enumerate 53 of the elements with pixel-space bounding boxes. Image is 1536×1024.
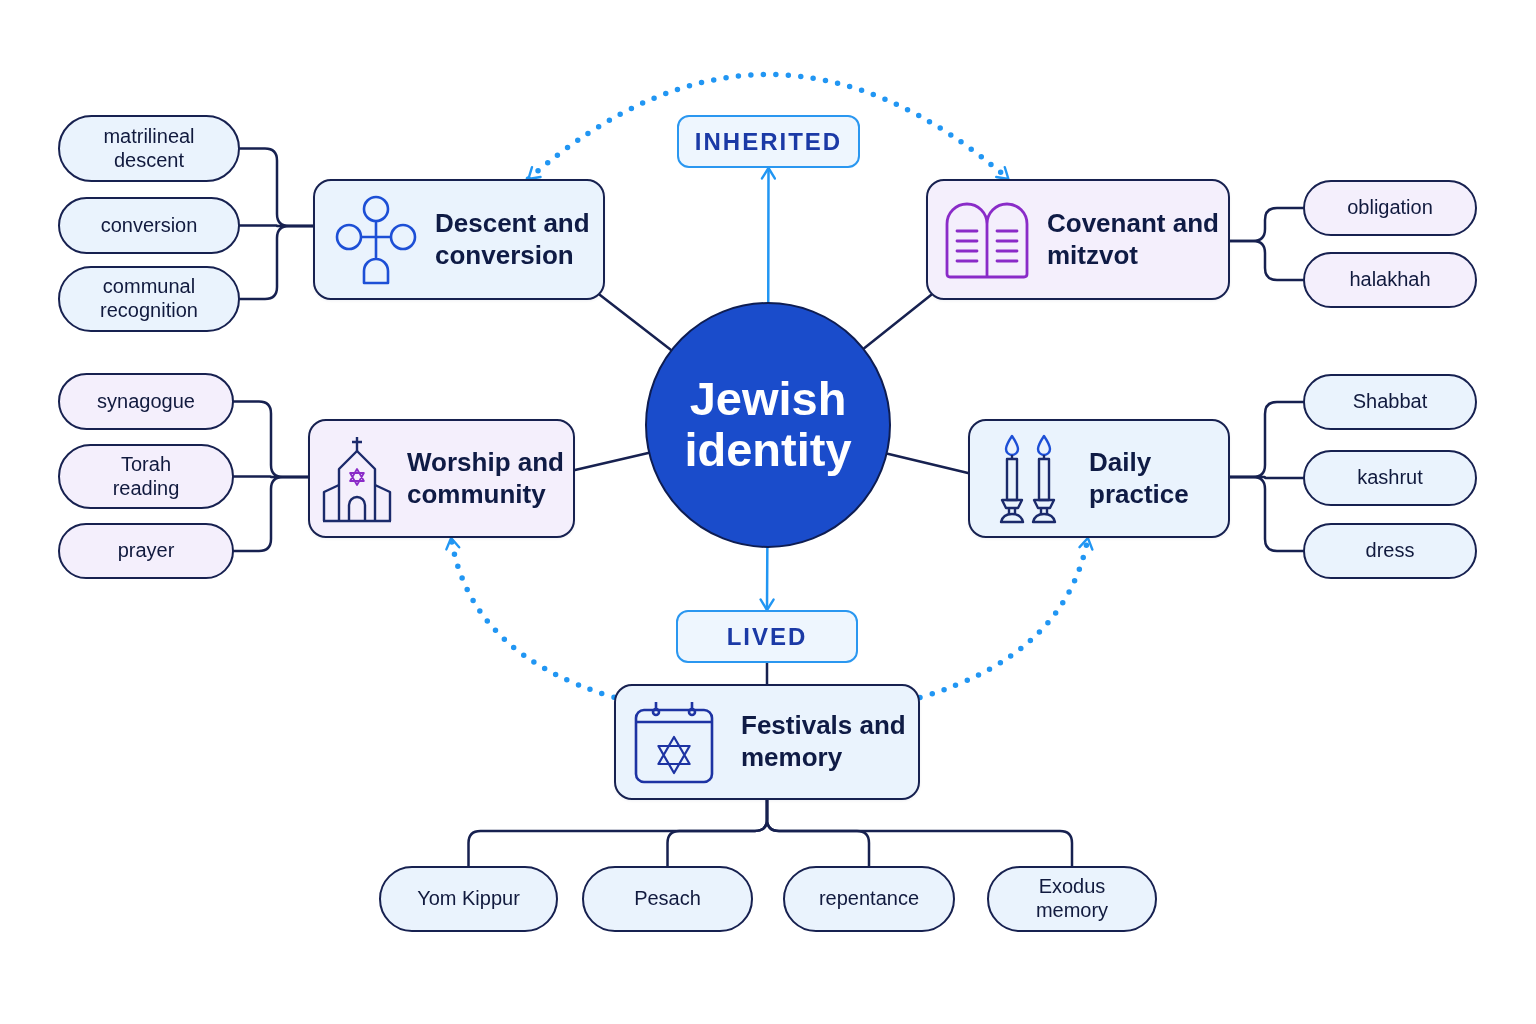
connector-line: [238, 224, 315, 301]
subtopic-pill: [58, 373, 234, 430]
category-label: LIVED: [726, 622, 808, 651]
topic-title: Daily practice: [1089, 446, 1190, 511]
subtopic-label: conversion: [100, 213, 198, 238]
arrow: [760, 166, 777, 304]
subtopic-pill: [1303, 523, 1477, 579]
subtopic-label: obligation: [1347, 196, 1433, 220]
subtopic-pill: [1303, 180, 1477, 236]
connector-line: [1228, 475, 1305, 553]
subtopic-label: Shabbat: [1352, 390, 1428, 414]
topic-title: Festivals and memory: [741, 710, 907, 774]
topic-card: [313, 179, 605, 300]
connector-line: [765, 661, 769, 686]
dotted-arrow: [445, 535, 617, 700]
connector-line: [598, 293, 672, 351]
connector-line: [862, 293, 933, 350]
dotted-arrow: [525, 71, 1012, 182]
arrow: [759, 546, 775, 612]
connector-line: [886, 452, 970, 475]
subtopic-pill: [58, 523, 234, 579]
subtopic-pill: [1303, 252, 1477, 308]
subtopic-pill: [1303, 450, 1477, 506]
topic-title: Worship and community: [407, 446, 565, 511]
central-title: Jewish identity: [683, 374, 853, 476]
connector-line: [573, 451, 650, 472]
category-tag: [677, 115, 860, 168]
subtopic-label: Yom Kippur: [417, 887, 520, 911]
subtopic-label: Torah reading: [111, 452, 181, 501]
connector-line: [1228, 239, 1305, 282]
dotted-arrow: [917, 535, 1093, 701]
connector-line: [765, 798, 1074, 868]
subtopic-label: halakhah: [1349, 268, 1431, 292]
topic-title: Descent and conversion: [435, 207, 591, 272]
subtopic-pill: [58, 197, 240, 254]
subtopic-label: Pesach: [634, 887, 701, 911]
category-tag: [676, 610, 858, 663]
subtopic-label: communal recognition: [99, 275, 199, 323]
subtopic-label: prayer: [117, 539, 175, 563]
subtopic-label: Exodus memory: [1034, 875, 1110, 923]
subtopic-label: synagogue: [97, 389, 195, 414]
subtopic-label: matrilineal descent: [102, 124, 196, 173]
category-label: INHERITED: [694, 127, 843, 156]
topic-card: [614, 684, 920, 800]
connector-line: [232, 475, 310, 553]
subtopic-pill: [1303, 374, 1477, 430]
subtopic-label: dress: [1365, 539, 1415, 563]
topic-title: Covenant and mitzvot: [1047, 207, 1220, 272]
subtopic-label: kashrut: [1357, 466, 1423, 490]
topic-card: [926, 179, 1230, 300]
topic-card: [308, 419, 575, 538]
topic-card: [968, 419, 1230, 538]
subtopic-label: repentance: [818, 887, 920, 911]
